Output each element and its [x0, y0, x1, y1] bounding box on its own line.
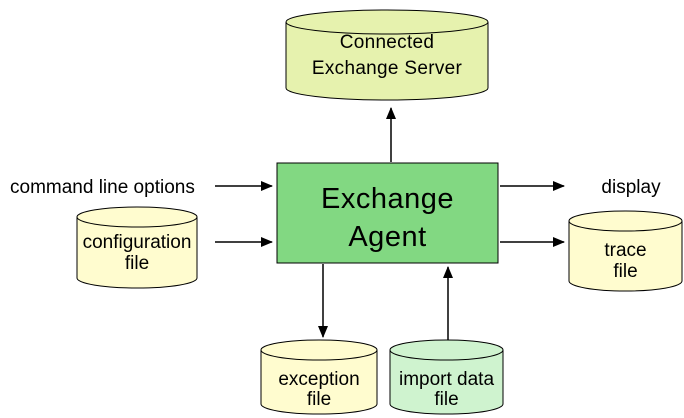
server-label-line1: Connected — [339, 32, 435, 53]
agent-node-label: Exchange Agent — [277, 180, 498, 256]
trace-label-line2: file — [613, 261, 638, 282]
config-file-node-label: configuration file — [77, 232, 197, 274]
server-label-line2: Exchange Server — [311, 58, 463, 79]
import-data-file-node-label: import data file — [390, 370, 503, 410]
exception-file-node-label: exception file — [261, 370, 377, 410]
import-data-file-cylinder — [389, 339, 504, 415]
exception-label-line1: exception — [278, 369, 360, 390]
connected-exchange-server-cylinder — [285, 9, 489, 101]
import-label-line1: import data — [398, 369, 495, 390]
exchange-agent-box — [276, 162, 499, 264]
exception-label-line2: file — [306, 389, 332, 410]
server-node-label: Connected Exchange Server — [286, 30, 488, 82]
trace-file-node-label: trace file — [569, 240, 682, 282]
display-label: display — [601, 177, 661, 198]
configuration-file-cylinder — [76, 206, 198, 289]
trace-file-cylinder — [568, 210, 683, 292]
agent-label-line2: Agent — [348, 221, 427, 253]
config-label-line2: file — [124, 253, 150, 274]
agent-label-line1: Exchange — [321, 183, 454, 215]
import-label-line2: file — [434, 389, 459, 410]
trace-label-line1: trace — [604, 240, 647, 261]
config-label-line1: configuration — [82, 232, 192, 253]
command-line-options-label: command line options — [10, 177, 195, 198]
exception-file-cylinder — [260, 339, 378, 415]
